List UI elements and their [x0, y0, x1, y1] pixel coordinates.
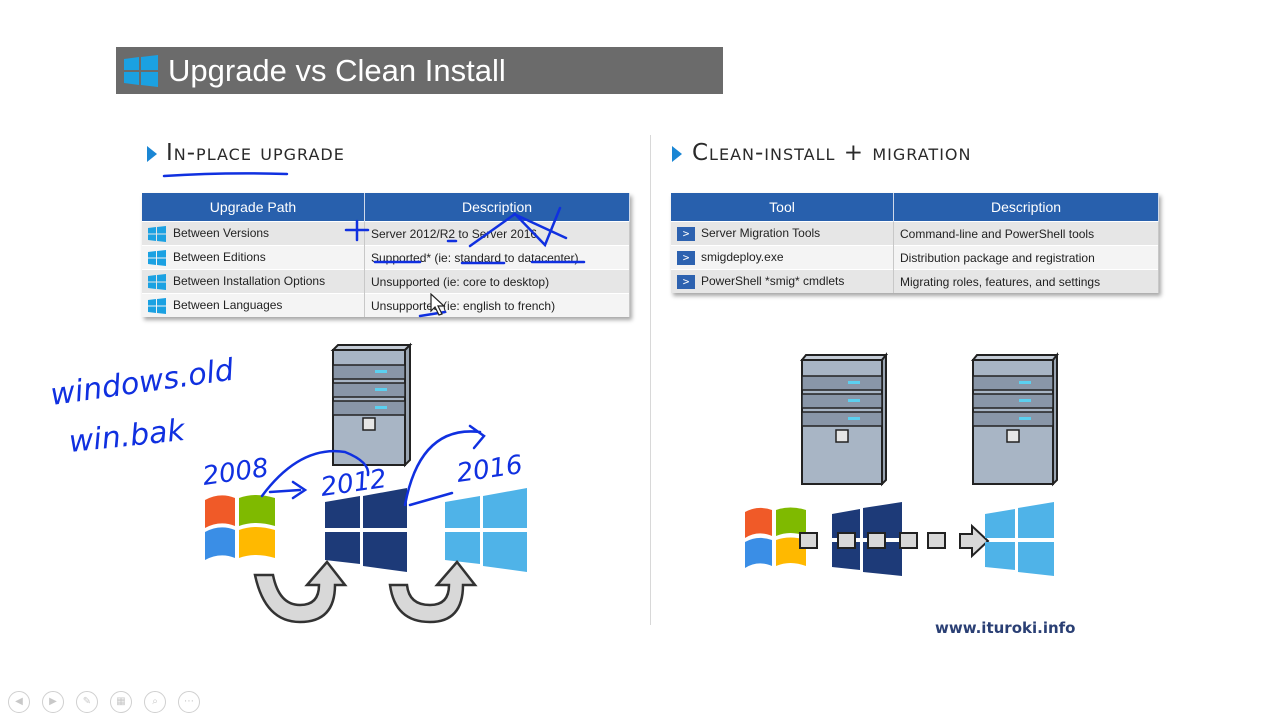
upgrade-arrow-icon: [253, 560, 478, 624]
tool-name: Server Migration Tools: [701, 226, 821, 241]
powershell-icon: >: [677, 250, 695, 265]
windows-logo-icon: [148, 225, 166, 242]
windows-logo-icon: [124, 55, 158, 87]
label-2016: 2016: [455, 450, 525, 489]
windows-2012-logo-icon: [325, 488, 407, 572]
path-description: Supported* (ie: standard to datacenter): [364, 245, 630, 270]
windows-2016-logo-icon: [985, 502, 1054, 576]
table-row: Between Versions Server 2012/R2 to Serve…: [142, 221, 630, 246]
table-row: Between Editions Supported* (ie: standar…: [142, 245, 630, 270]
upgrade-path-table: Upgrade Path Description Between Version…: [142, 193, 630, 317]
table-row: > PowerShell *smig* cmdlets Migrating rol…: [671, 269, 1159, 293]
migration-tools-table: Tool Description > Server Migration Tools…: [671, 193, 1159, 293]
windows-2016-logo-icon: [445, 488, 527, 572]
clean-install-illustration: [745, 352, 1060, 576]
column-header: Tool: [671, 193, 894, 222]
server-icon: [970, 352, 1060, 487]
slide-title: Upgrade vs Clean Install: [168, 53, 506, 88]
powershell-icon: >: [677, 226, 695, 241]
table-row: > Server Migration Tools Command-line and…: [671, 221, 1159, 246]
tool-description: Distribution package and registration: [893, 245, 1159, 270]
zoom-button[interactable]: ⌕: [144, 691, 166, 713]
server-icon: [799, 352, 889, 487]
server-icon: [330, 342, 413, 468]
note-windows-old: windows.old: [48, 352, 237, 413]
note-win-bak: win.bak: [67, 413, 188, 460]
next-slide-button[interactable]: ▶: [42, 691, 64, 713]
tool-description: Migrating roles, features, and settings: [893, 269, 1159, 293]
powershell-icon: >: [677, 274, 695, 289]
right-heading: Clean-install + migration: [692, 140, 972, 166]
mouse-cursor-icon: [430, 293, 446, 316]
slide-title-bar: Upgrade vs Clean Install: [116, 47, 723, 94]
path-description: Unsupported (ie: core to desktop): [364, 269, 630, 294]
windows-logo-icon: [148, 273, 166, 290]
bullet-icon: [672, 146, 682, 162]
column-divider: [650, 135, 651, 625]
upgrade-path: Between Languages: [173, 297, 283, 312]
upgrade-path: Between Installation Options: [173, 273, 326, 288]
in-place-upgrade-illustration: [205, 342, 527, 624]
more-options-button[interactable]: ⋯: [178, 691, 200, 713]
label-2008: 2008: [201, 453, 271, 492]
previous-slide-button[interactable]: ◀: [8, 691, 30, 713]
migration-dots-icon: [799, 523, 990, 559]
site-link[interactable]: www.ituroki.info: [935, 619, 1076, 637]
upgrade-path: Between Editions: [173, 249, 266, 264]
upgrade-path: Between Versions: [173, 225, 270, 240]
column-header: Upgrade Path: [142, 193, 365, 222]
left-heading: In-place upgrade: [166, 140, 345, 166]
windows-2008-logo-icon: [205, 495, 275, 560]
tool-name: PowerShell *smig* cmdlets: [701, 274, 845, 289]
slide-sorter-button[interactable]: ▦: [110, 691, 132, 713]
path-description: Server 2012/R2 to Server 2016: [364, 221, 630, 246]
column-header: Description: [893, 193, 1159, 222]
windows-logo-icon: [148, 297, 166, 314]
bullet-icon: [147, 146, 157, 162]
tool-name: smigdeploy.exe: [701, 250, 784, 265]
label-2012: 2012: [319, 464, 389, 503]
windows-2008-logo-icon: [745, 507, 806, 568]
table-row: Between Installation Options Unsupported…: [142, 269, 630, 294]
windows-logo-icon: [148, 249, 166, 266]
pen-tool-button[interactable]: ✎: [76, 691, 98, 713]
table-row: > smigdeploy.exe Distribution package and…: [671, 245, 1159, 270]
tool-description: Command-line and PowerShell tools: [893, 221, 1159, 246]
column-header: Description: [364, 193, 630, 222]
